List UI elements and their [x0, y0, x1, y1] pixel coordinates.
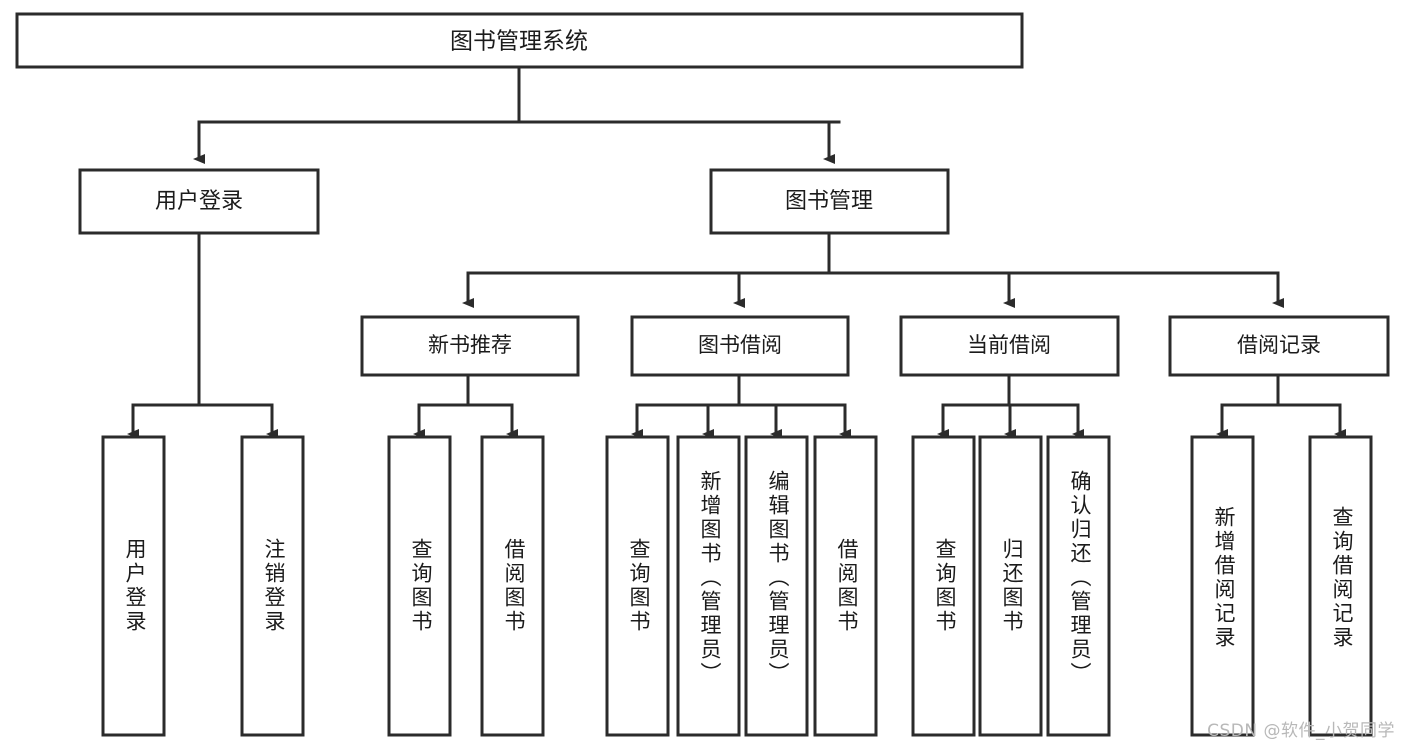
connector-userlogin-to-leaves — [127, 231, 278, 439]
leaf-borrowrecord-query-label: 查询借阅记录 — [1330, 506, 1354, 650]
node-root-label: 图书管理系统 — [450, 29, 588, 55]
leaf-bookborrow-edit[interactable] — [744, 435, 809, 737]
leaf-user-login-login-label: 用户登录 — [123, 538, 147, 634]
leaf-currentborrow-query-label: 查询图书 — [933, 538, 957, 634]
node-book-management-label: 图书管理 — [785, 189, 873, 214]
node-current-borrow-label: 当前借阅 — [967, 333, 1051, 357]
node-current-borrow[interactable]: 当前借阅 — [899, 315, 1120, 377]
leaf-bookborrow-add[interactable] — [676, 435, 741, 737]
connector-bookmgmt-to-level2 — [462, 231, 1284, 308]
leaf-borrowrecord-query[interactable] — [1308, 435, 1373, 737]
connector-bookborrow-to-leaves — [631, 373, 851, 439]
leaf-currentborrow-return[interactable] — [978, 435, 1043, 737]
leaf-currentborrow-confirm-label: 确认归还（管理员） — [1068, 470, 1092, 686]
node-book-borrow-label: 图书借阅 — [698, 333, 782, 357]
connector-borrowrecord-to-leaves — [1216, 373, 1346, 439]
leaf-bookborrow-borrow-label: 借阅图书 — [835, 538, 859, 634]
node-new-book-recommend[interactable]: 新书推荐 — [360, 315, 580, 377]
watermark: CSDN @软件_小贺同学 — [1207, 721, 1395, 741]
leaf-user-login-logout-label: 注销登录 — [262, 538, 286, 634]
node-book-management[interactable]: 图书管理 — [709, 168, 950, 235]
leaf-borrowrecord-add[interactable] — [1190, 435, 1255, 737]
leaf-newbook-query-label: 查询图书 — [409, 538, 433, 634]
node-user-login-label: 用户登录 — [155, 189, 243, 214]
node-user-login[interactable]: 用户登录 — [78, 168, 320, 235]
leaf-bookborrow-add-label: 新增图书（管理员） — [698, 470, 722, 686]
leaf-borrowrecord-add-label: 新增借阅记录 — [1212, 506, 1236, 650]
connector-root-to-level1 — [193, 65, 841, 164]
leaf-currentborrow-confirm[interactable] — [1046, 435, 1111, 737]
leaf-user-login-login[interactable] — [101, 435, 166, 737]
connector-newbook-to-leaves — [413, 373, 518, 439]
leaf-user-login-logout[interactable] — [240, 435, 305, 737]
leaf-bookborrow-query[interactable] — [605, 435, 670, 737]
node-borrow-record[interactable]: 借阅记录 — [1168, 315, 1390, 377]
leaf-currentborrow-query[interactable] — [911, 435, 976, 737]
node-new-book-recommend-label: 新书推荐 — [428, 333, 512, 357]
leaf-newbook-query[interactable] — [387, 435, 452, 737]
leaf-bookborrow-query-label: 查询图书 — [627, 538, 651, 634]
node-root[interactable]: 图书管理系统 — [15, 12, 1024, 69]
leaf-newbook-borrow[interactable] — [480, 435, 545, 737]
node-book-borrow[interactable]: 图书借阅 — [630, 315, 850, 377]
leaf-bookborrow-borrow[interactable] — [813, 435, 878, 737]
connector-currentborrow-to-leaves — [937, 373, 1084, 439]
leaf-currentborrow-return-label: 归还图书 — [1000, 538, 1024, 634]
leaf-newbook-borrow-label: 借阅图书 — [502, 538, 526, 634]
leaf-bookborrow-edit-label: 编辑图书（管理员） — [766, 470, 790, 686]
node-borrow-record-label: 借阅记录 — [1237, 333, 1321, 357]
